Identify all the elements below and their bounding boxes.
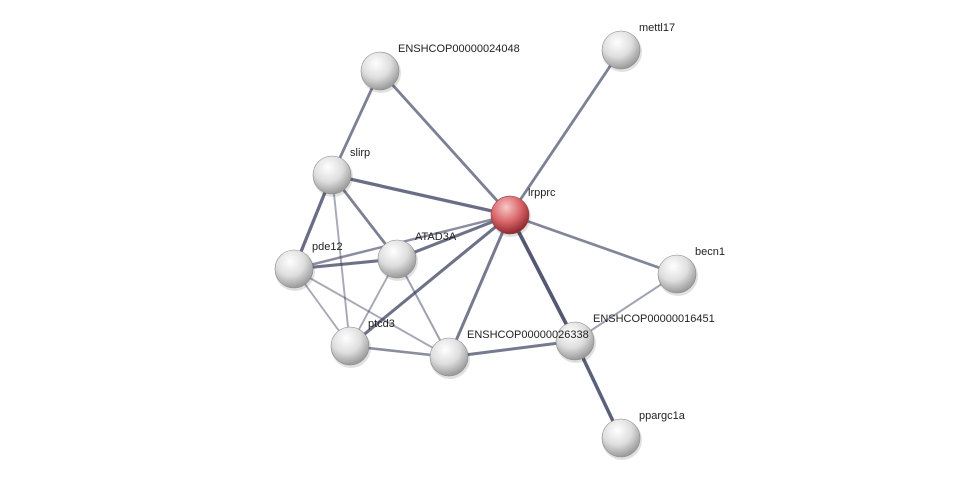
- edge-becn1-lrpprc[interactable]: [509, 213, 678, 276]
- node-label: becn1: [695, 246, 725, 258]
- node-label: ENSHCOP00000024048: [398, 43, 520, 55]
- edge-slirp-ptcd3[interactable]: [331, 174, 351, 347]
- node-ENSHCOP00000016451[interactable]: [555, 321, 596, 363]
- node-sphere[interactable]: [274, 249, 314, 289]
- node-label: ATAD3A: [415, 231, 457, 243]
- node-label: slirp: [350, 147, 370, 159]
- edge-ENSHCOP00000016451-becn1[interactable]: [574, 273, 678, 342]
- node-mettl17[interactable]: [601, 30, 642, 72]
- node-sphere[interactable]: [377, 239, 417, 279]
- node-label: ENSHCOP00000016451: [593, 313, 715, 325]
- node-sphere[interactable]: [490, 195, 530, 235]
- edge-ENSHCOP00000016451-lrpprc[interactable]: [508, 214, 577, 342]
- labels-layer: ENSHCOP00000024048 mettl17 slirp lrpprcATAD…: [312, 22, 725, 422]
- edge-ATAD3A-lrpprc[interactable]: [396, 213, 511, 261]
- node-ENSHCOP00000024048[interactable]: [360, 51, 401, 93]
- node-becn1[interactable]: [657, 254, 698, 296]
- edge-mettl17-lrpprc[interactable]: [508, 49, 623, 216]
- nodes-layer: [274, 30, 698, 460]
- edge-slirp-lrpprc[interactable]: [331, 173, 511, 217]
- node-sphere[interactable]: [555, 321, 595, 361]
- node-sphere[interactable]: [360, 51, 400, 91]
- node-ppargc1a[interactable]: [601, 418, 642, 460]
- node-label: ENSHCOP00000026338: [467, 329, 589, 341]
- node-sphere[interactable]: [312, 155, 352, 195]
- node-ENSHCOP00000026338[interactable]: [429, 337, 470, 379]
- node-pde12[interactable]: [274, 249, 315, 291]
- edge-ptcd3-lrpprc[interactable]: [349, 213, 511, 348]
- node-ptcd3[interactable]: [330, 326, 371, 368]
- node-label: ppargc1a: [639, 410, 686, 422]
- edge-ENSHCOP00000026338-ENSHCOP00000016451[interactable]: [448, 339, 576, 359]
- node-sphere[interactable]: [330, 326, 370, 366]
- node-sphere[interactable]: [601, 418, 641, 458]
- node-slirp[interactable]: [312, 155, 353, 197]
- node-ATAD3A[interactable]: [377, 239, 418, 281]
- node-label: pde12: [312, 241, 343, 253]
- node-sphere[interactable]: [429, 337, 469, 377]
- edges-layer: [292, 49, 678, 439]
- node-lrpprc[interactable]: [490, 195, 531, 237]
- node-sphere[interactable]: [657, 254, 697, 294]
- node-sphere[interactable]: [601, 30, 641, 70]
- edge-ENSHCOP00000024048-lrpprc[interactable]: [378, 70, 512, 216]
- node-label: mettl17: [639, 22, 675, 34]
- node-label: lrpprc: [528, 187, 556, 199]
- edge-ENSHCOP00000026338-lrpprc[interactable]: [447, 214, 512, 358]
- node-label: ptcd3: [368, 318, 395, 330]
- edge-pde12-ENSHCOP00000026338[interactable]: [293, 268, 450, 358]
